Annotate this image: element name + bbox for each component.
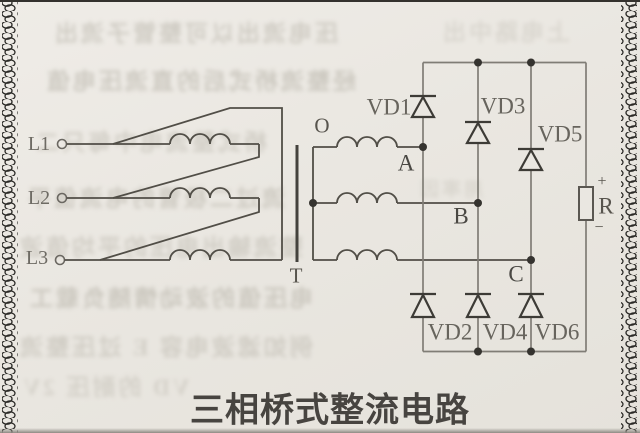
- diode-label-vd5: VD5: [537, 121, 583, 147]
- primary-coil-3: [169, 249, 231, 261]
- primary-coil-1: [169, 133, 231, 145]
- diode-label-vd3: VD3: [480, 93, 526, 119]
- page-top-rule: [0, 0, 640, 2]
- page-bottom-shadow: [0, 428, 640, 433]
- terminal-label-l2: L2: [27, 187, 51, 209]
- diodes: [410, 94, 544, 319]
- phase-node-label-c: C: [508, 261, 524, 287]
- diode-vd3: [465, 120, 491, 145]
- left-chain-border: [2, 0, 18, 433]
- load-resistor: [578, 186, 594, 221]
- diode-label-vd4: VD4: [482, 319, 528, 345]
- transformer-label-t: T: [289, 263, 303, 288]
- secondary-coil-b: [336, 192, 398, 204]
- diode-label-vd6: VD6: [534, 319, 580, 345]
- terminal-label-l3: L3: [25, 247, 49, 269]
- load-polarity-minus: −: [594, 219, 604, 236]
- diode-vd6: [518, 292, 544, 319]
- right-chain-border: [621, 0, 637, 433]
- secondary-coil-a: [336, 136, 398, 148]
- load-polarity-plus: +: [597, 173, 607, 190]
- diode-vd5: [518, 147, 544, 172]
- diode-vd4: [465, 292, 491, 319]
- phase-node-label-b: B: [453, 203, 469, 229]
- figure-caption: 三相桥式整流电路: [190, 391, 470, 430]
- junction-dots: [309, 58, 535, 356]
- primary-coil-2: [169, 187, 231, 199]
- star-point-label-o: O: [314, 113, 330, 138]
- terminal-label-l1: L1: [27, 133, 51, 155]
- diode-vd1: [410, 94, 436, 119]
- terminal-l3: [54, 254, 66, 266]
- phase-node-label-a: A: [397, 150, 415, 176]
- diode-vd2: [410, 292, 436, 319]
- secondary-coil-c: [336, 249, 398, 261]
- load-label-r: R: [598, 193, 614, 219]
- terminal-l2: [56, 192, 68, 204]
- diode-label-vd2: VD2: [427, 319, 473, 345]
- primary-windings: [54, 107, 283, 266]
- diode-label-vd1: VD1: [366, 94, 412, 120]
- secondary-windings: [312, 136, 531, 261]
- terminal-l1: [56, 138, 68, 150]
